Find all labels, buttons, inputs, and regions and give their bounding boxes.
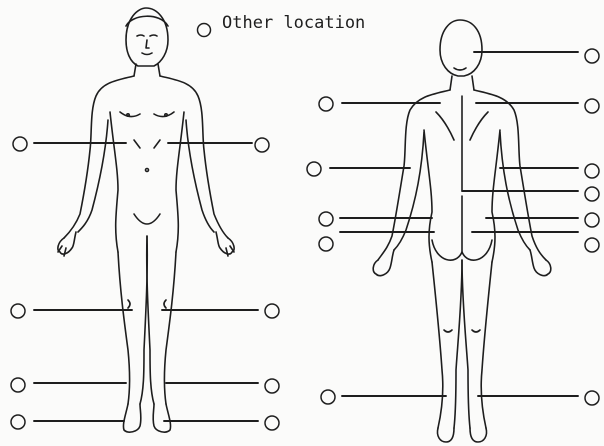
front-chest-left-radio[interactable]: [255, 138, 269, 152]
other-location-label: Other location: [222, 13, 365, 33]
back-buttock-right-upper-radio[interactable]: [585, 213, 599, 227]
back-shoulder-left-radio[interactable]: [319, 97, 333, 111]
back-head-radio[interactable]: [585, 49, 599, 63]
back-heel-right-radio[interactable]: [585, 391, 599, 405]
front-thigh-left-radio[interactable]: [265, 304, 279, 318]
front-shin-left-radio[interactable]: [265, 379, 279, 393]
back-arm-right-radio[interactable]: [585, 164, 599, 178]
front-shin-right-radio[interactable]: [11, 378, 25, 392]
back-buttock-left-lower-radio[interactable]: [319, 237, 333, 251]
front-thigh-right-radio[interactable]: [11, 304, 25, 318]
back-buttock-right-lower-radio[interactable]: [585, 238, 599, 252]
front-foot-left-radio[interactable]: [265, 416, 279, 430]
back-arm-left-radio[interactable]: [307, 162, 321, 176]
back-shoulder-right-radio[interactable]: [585, 99, 599, 113]
back-body-figure: [373, 20, 551, 442]
front-chest-right-radio[interactable]: [13, 137, 27, 151]
back-buttock-left-upper-radio[interactable]: [319, 212, 333, 226]
front-foot-right-radio[interactable]: [11, 415, 25, 429]
other-location-radio[interactable]: [198, 24, 211, 37]
back-heel-left-radio[interactable]: [321, 390, 335, 404]
back-lower-back-radio[interactable]: [585, 187, 599, 201]
front-body-figure: [58, 8, 234, 432]
